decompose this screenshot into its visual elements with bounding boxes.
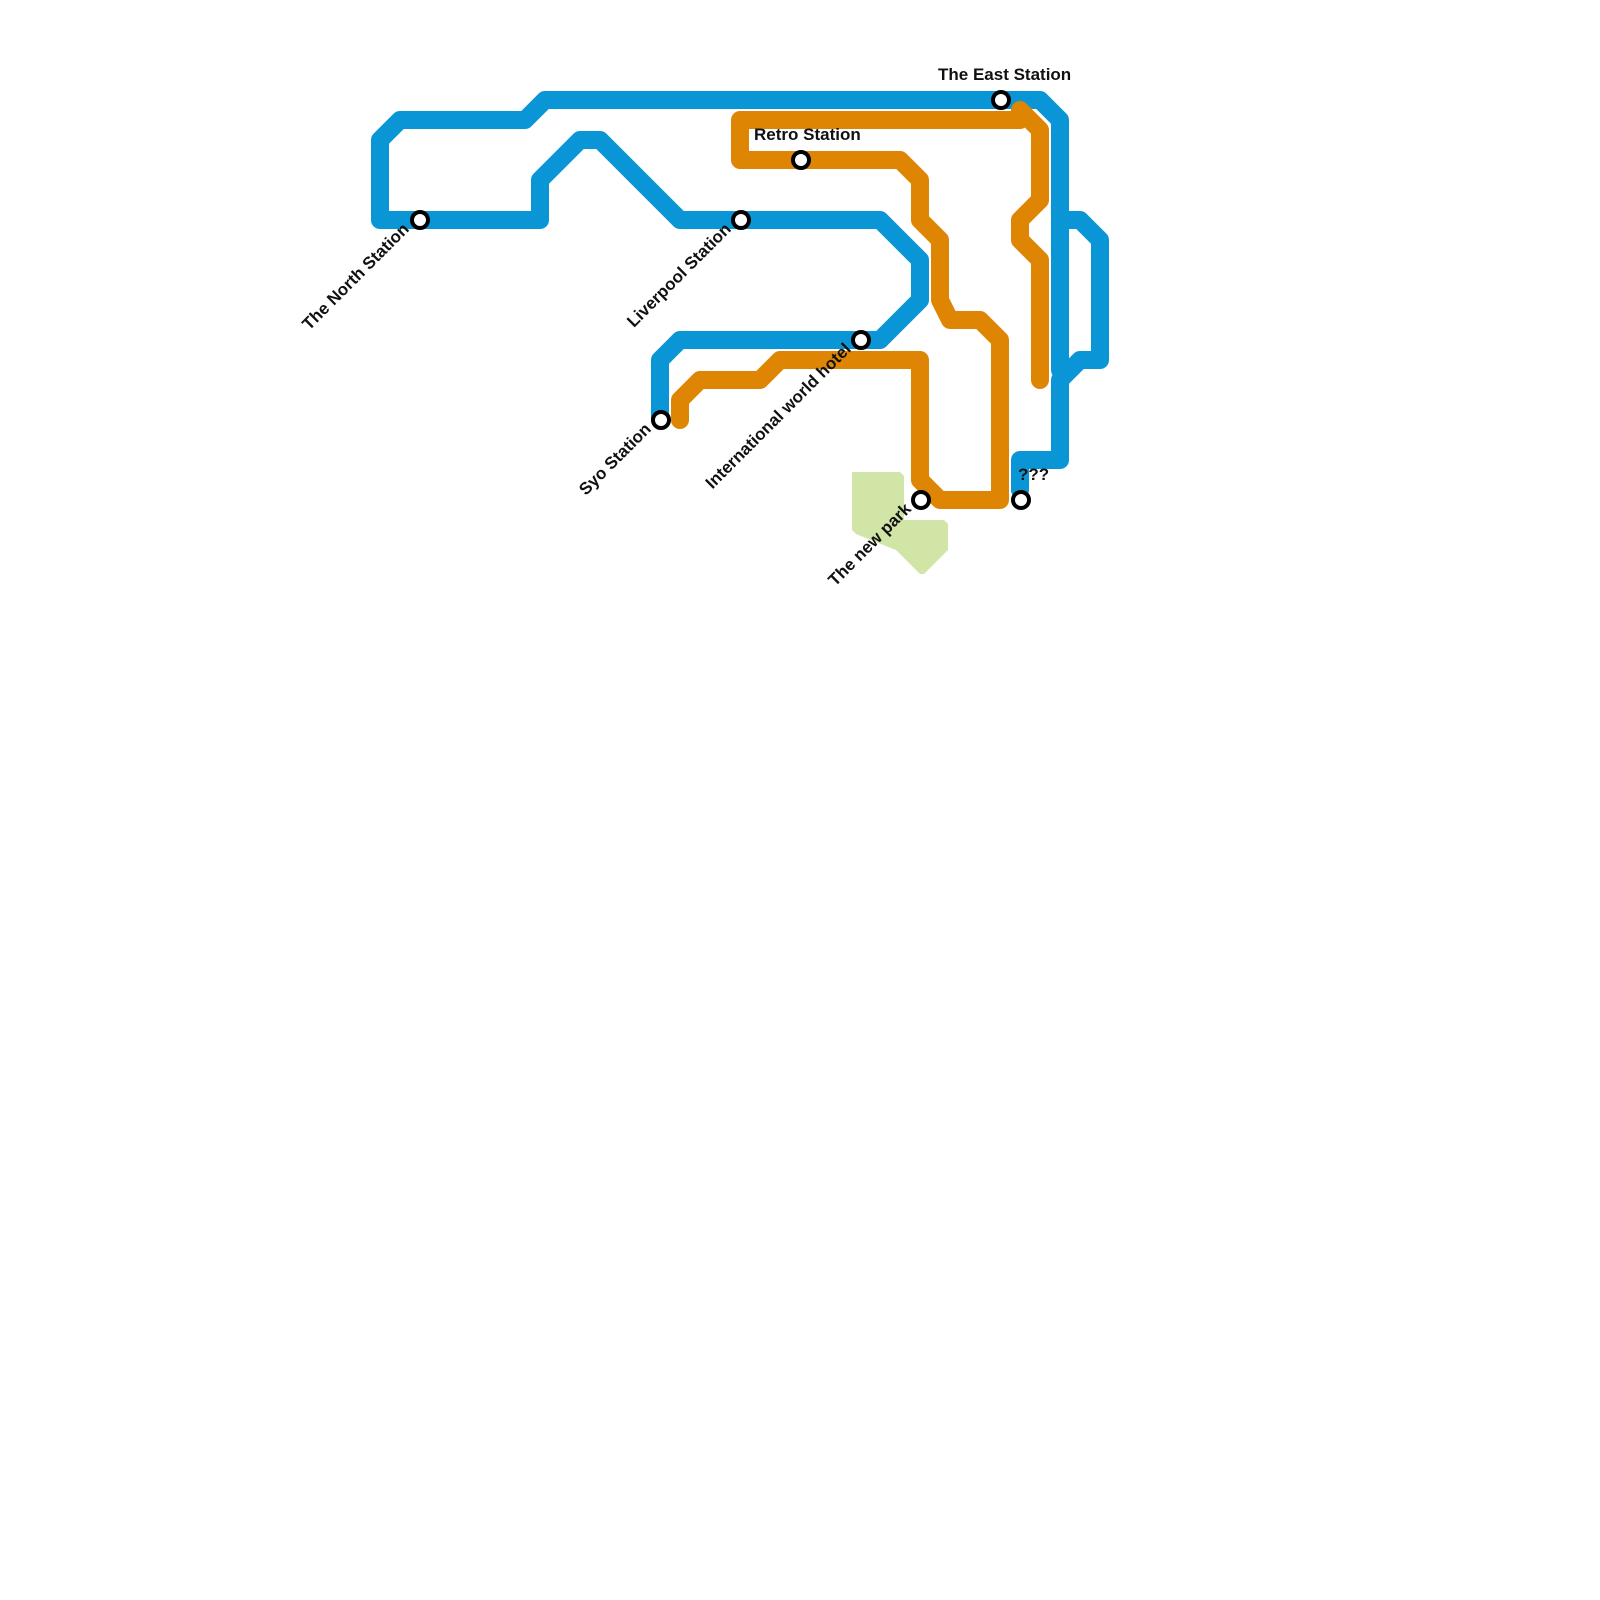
station-syo[interactable]: Syo Station <box>575 410 671 499</box>
station-marker[interactable] <box>991 90 1011 110</box>
station-label: Syo Station <box>575 419 655 499</box>
station-east[interactable]: The East Station <box>938 65 1071 110</box>
station-label: The East Station <box>938 65 1071 84</box>
station-label: Retro Station <box>754 125 861 144</box>
blue-line <box>371 91 1109 499</box>
station-marker[interactable] <box>851 330 871 350</box>
station-liverpool[interactable]: Liverpool Station <box>623 210 751 331</box>
station-label: ??? <box>1018 465 1049 484</box>
station-marker[interactable] <box>911 490 931 510</box>
station-marker[interactable] <box>731 210 751 230</box>
station-retro[interactable]: Retro Station <box>754 125 861 170</box>
station-label: The North Station <box>299 219 413 333</box>
station-marker[interactable] <box>791 150 811 170</box>
park-area <box>852 472 948 574</box>
station-north[interactable]: The North Station <box>299 210 430 334</box>
station-unknown[interactable]: ??? <box>1011 465 1049 510</box>
station-label: Liverpool Station <box>623 219 735 331</box>
station-marker[interactable] <box>651 410 671 430</box>
orange-line <box>671 101 1049 509</box>
station-marker[interactable] <box>410 210 430 230</box>
station-marker[interactable] <box>1011 490 1031 510</box>
